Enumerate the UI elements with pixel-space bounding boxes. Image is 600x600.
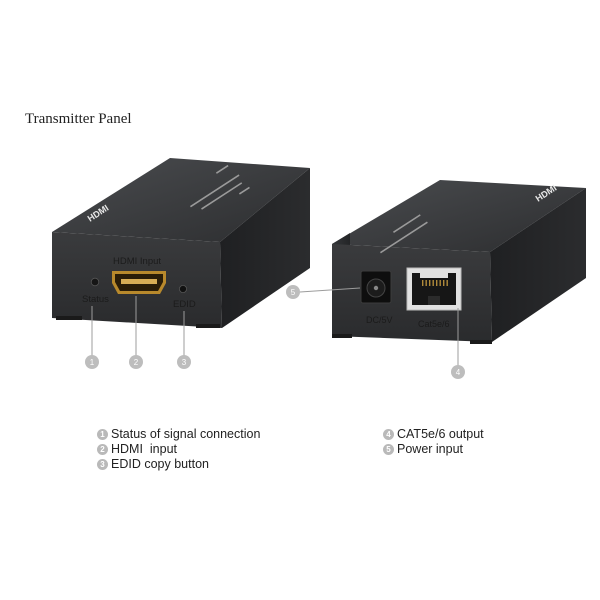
- rear-device-top: [332, 180, 586, 252]
- legend-left: 1 Status of signal connection 2 HDMI inp…: [97, 427, 260, 472]
- status-led: [90, 277, 100, 287]
- legend-number: 5: [383, 444, 394, 455]
- status-label: Status: [82, 294, 109, 305]
- legend-item: 2 HDMI input: [97, 442, 260, 457]
- svg-text:5: 5: [291, 288, 296, 297]
- svg-text:1: 1: [90, 358, 95, 367]
- svg-text:3: 3: [182, 358, 187, 367]
- legend-item: 5 Power input: [383, 442, 484, 457]
- legend-number: 2: [97, 444, 108, 455]
- hdmi-port: [112, 271, 166, 294]
- rear-device: HDMI: [332, 180, 586, 344]
- legend-text: Status of signal connection: [111, 427, 261, 441]
- cat-label: Cat5e/6: [418, 319, 450, 329]
- legend-item: 1 Status of signal connection: [97, 427, 260, 442]
- legend-text: Power input: [397, 442, 464, 456]
- legend-text: HDMI input: [111, 442, 177, 456]
- legend-text: EDID copy button: [111, 457, 209, 471]
- front-device-side: [220, 168, 310, 328]
- dc-label: DC/5V: [366, 315, 393, 325]
- rj45-port: [406, 267, 462, 311]
- front-device-top: [52, 158, 310, 242]
- legend-number: 3: [97, 459, 108, 470]
- callout-marker-4: 4: [451, 365, 465, 379]
- callout-marker-2: 2: [129, 355, 143, 369]
- panel-title: Transmitter Panel: [25, 111, 132, 127]
- front-device: HDMI HDMI Input Status EDID: [52, 158, 310, 328]
- callout-marker-5: 5: [286, 285, 300, 299]
- svg-text:4: 4: [456, 368, 461, 377]
- callout-lines: [91, 287, 459, 366]
- legend-item: 4 CAT5e/6 output: [383, 427, 484, 442]
- callout-marker-1: 1: [85, 355, 99, 369]
- edid-label: EDID: [173, 299, 196, 310]
- legend-item: 3 EDID copy button: [97, 457, 260, 472]
- legend-number: 1: [97, 429, 108, 440]
- svg-text:2: 2: [134, 358, 139, 367]
- hdmi-input-label: HDMI Input: [113, 256, 161, 267]
- legend-text: CAT5e/6 output: [397, 427, 484, 441]
- callout-marker-3: 3: [177, 355, 191, 369]
- dc-power-jack: [360, 270, 392, 304]
- legend-right: 4 CAT5e/6 output 5 Power input: [383, 427, 484, 457]
- legend-number: 4: [383, 429, 394, 440]
- edid-button: [178, 284, 187, 293]
